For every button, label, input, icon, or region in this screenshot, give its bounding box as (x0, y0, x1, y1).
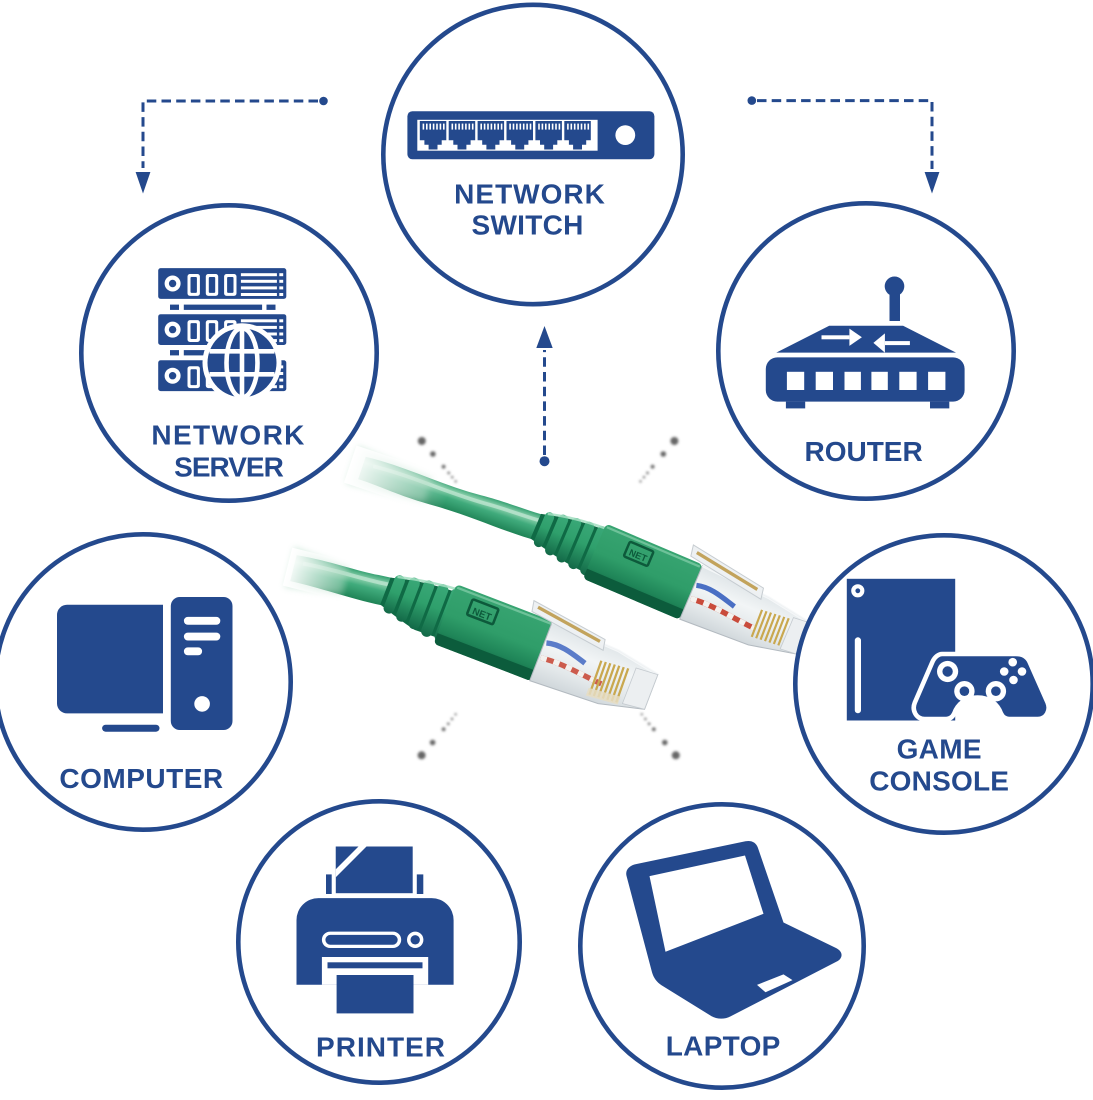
svg-text:NETWORK: NETWORK (454, 178, 606, 209)
svg-text:ROUTER: ROUTER (804, 436, 922, 467)
svg-text:COMPUTER: COMPUTER (59, 763, 223, 794)
svg-text:CONSOLE: CONSOLE (869, 766, 1009, 797)
svg-text:NETWORK: NETWORK (151, 419, 305, 450)
svg-text:PRINTER: PRINTER (316, 1032, 446, 1063)
svg-text:SWITCH: SWITCH (471, 210, 583, 241)
svg-text:GAME: GAME (897, 733, 982, 764)
svg-text:SERVER: SERVER (174, 451, 283, 482)
svg-text:LAPTOP: LAPTOP (666, 1030, 781, 1061)
